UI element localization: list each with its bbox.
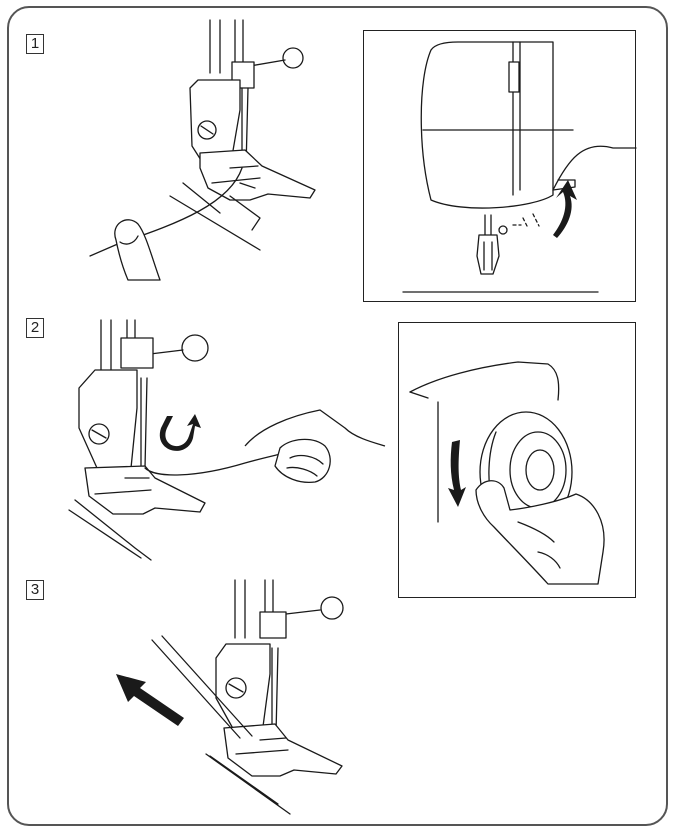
step-1-presser-foot-illustration xyxy=(89,19,316,281)
rotate-down-arrow-icon xyxy=(448,440,466,507)
sewing-machine-head-icon xyxy=(402,41,637,293)
page-frame xyxy=(7,6,668,826)
feed-direction-arrow-icon xyxy=(116,674,184,726)
step-2-label: 2 xyxy=(26,318,44,338)
step-3-presser-foot-illustration xyxy=(116,579,344,815)
finger-holding-thread-icon xyxy=(114,219,161,281)
step-1-inset xyxy=(363,30,636,302)
presser-foot-icon xyxy=(215,579,344,777)
handwheel-icon xyxy=(409,361,605,585)
step-3-label: 3 xyxy=(26,580,44,600)
lever-up-arrow-icon xyxy=(553,180,577,238)
step-1-label: 1 xyxy=(26,34,44,54)
hand-pulling-thread-icon xyxy=(244,409,386,484)
presser-foot-icon xyxy=(169,19,316,251)
u-turn-arrow-icon xyxy=(159,414,201,451)
presser-foot-icon xyxy=(68,319,209,561)
step-2-presser-foot-illustration xyxy=(68,319,386,561)
